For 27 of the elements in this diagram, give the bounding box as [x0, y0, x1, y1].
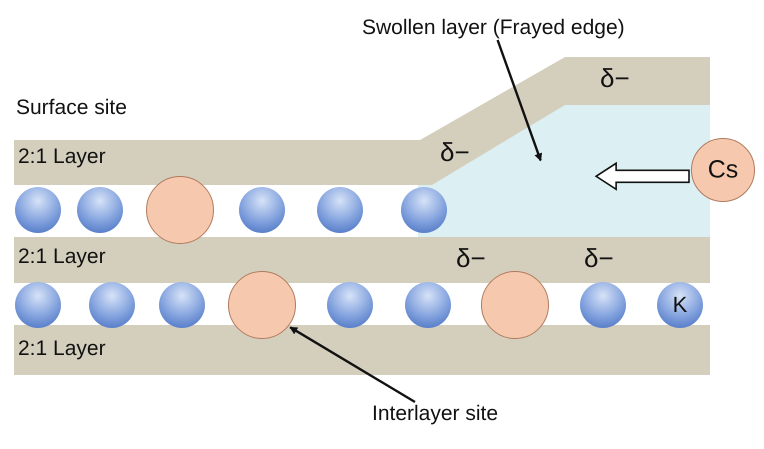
- ion-circle: [327, 282, 373, 328]
- ion-circle: [89, 282, 135, 328]
- charge-label: δ−: [600, 63, 630, 94]
- block-arrow: [594, 162, 690, 191]
- layer-label: 2:1 Layer: [18, 245, 106, 269]
- charge-label: δ−: [584, 243, 614, 274]
- charge-label: δ−: [440, 137, 470, 168]
- ion-circle: [239, 187, 285, 233]
- ion-circle: [405, 282, 451, 328]
- site-label: Surface site: [16, 96, 127, 120]
- ion-circle: [15, 282, 61, 328]
- ion-circle: [580, 282, 626, 328]
- ion-circle: [657, 282, 703, 328]
- layer-label: 2:1 Layer: [18, 145, 106, 169]
- callout-text: Interlayer site: [372, 402, 498, 426]
- layer-label: 2:1 Layer: [18, 337, 106, 361]
- ion-circle: [77, 187, 123, 233]
- ion-circle: [159, 282, 205, 328]
- leader-line: [289, 326, 416, 404]
- ion-circle: [401, 187, 447, 233]
- ion-circle: [15, 187, 61, 233]
- ion-label: K: [672, 292, 688, 318]
- ion-circle: [317, 187, 363, 233]
- leader-line: [496, 40, 542, 162]
- ion-label: Cs: [708, 156, 738, 184]
- callout-text: Swollen layer (Frayed edge): [362, 16, 625, 40]
- charge-label: δ−: [456, 243, 486, 274]
